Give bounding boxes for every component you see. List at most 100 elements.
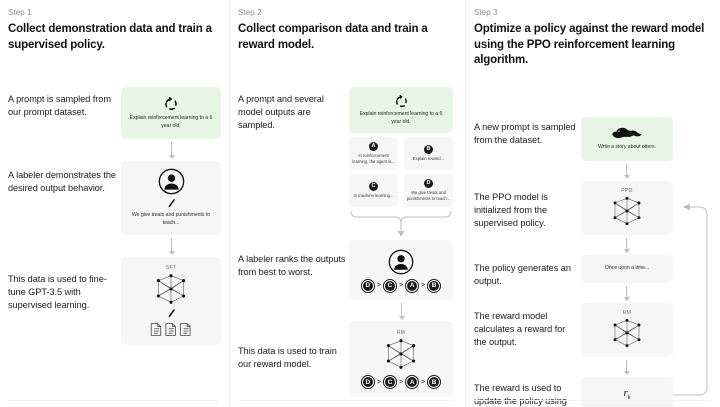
person-avatar-icon [388,249,414,275]
rank-chip-3: A [405,278,420,293]
step-2-column: Step 2 Collect comparison data and train… [229,0,465,407]
step-3-caption-3: The policy generates an output. [474,262,571,286]
step-2-body: A prompt and several model outputs are s… [238,57,455,407]
step-3-caption-2: The PPO model is initialized from the su… [474,191,548,228]
step-3-title: Optimize a policy against the reward mod… [474,23,705,67]
step-2-merge-brace [349,209,453,244]
option-b-text: Explain reward... [412,155,445,161]
option-c-text: In machine learning... [353,192,394,198]
recycle-loop-icon [394,94,409,109]
step-1-caption-1-row: A prompt is sampled from our prompt data… [8,93,118,119]
rm-rank-sep-1: > [376,378,381,386]
step-3-arrow-2 [623,237,630,253]
step-1-sft-tag: SFT [165,265,177,272]
step-3-ppo-tag: PPO [621,188,633,195]
step-2-ranking: D > C > A > B [360,278,442,293]
neural-network-icon [607,195,647,227]
option-b-badge: B [424,144,433,154]
rm-rank-chip-4: B [427,375,442,390]
step-2-rm-panel: RM [349,321,453,398]
step-3-rm-panel: RM [581,302,673,357]
step-1-bottom-rule [8,400,219,401]
pencil-icon [167,198,176,209]
neural-network-icon [607,317,647,349]
step-3-reward-panel: rk [581,376,673,407]
step-1-caption-1: A prompt is sampled from our prompt data… [8,94,111,118]
step-1-arrow-2 [168,238,175,256]
otter-icon [610,126,644,141]
step-1-column: Step 1 Collect demonstration data and tr… [0,0,229,407]
step-3-caption-4: The reward model calculates a reward for… [474,310,566,347]
step-1-caption-3: This data is used to fine-tune GPT-3.5 w… [8,274,107,311]
step-2-caption-1: A prompt and several model outputs are s… [238,94,324,131]
step-3-reward-value: rk [624,387,631,401]
option-d-badge: D [424,178,433,188]
option-a-text: In reinforcement learning, the agent is.… [352,152,395,165]
option-a-badge: A [369,141,378,151]
rank-sep-1: > [376,282,381,290]
step-2-prompt-panel: Explain reinforcement learning to a 6 ye… [349,87,453,134]
step-3-output-text: Once upon a time... [604,264,650,271]
step-1-prompt-panel: Explain reinforcement learning to a 6 ye… [121,87,221,140]
step-1-arrow-1 [168,142,175,160]
documents-icon [149,322,193,337]
step-3-caption-3-row: The policy generates an output. [474,262,578,288]
pencil-icon [167,308,176,319]
step-3-bottom-rule [474,400,710,401]
rank-chip-2: C [382,278,397,293]
step-2-title: Collect comparison data and train a rewa… [238,23,428,51]
step-3-column: Step 3 Optimize a policy against the rew… [465,0,720,407]
rank-chip-4: B [427,278,442,293]
step-3-arrow-3 [623,285,630,301]
step-2-caption-1-row: A prompt and several model outputs are s… [238,93,346,132]
step-2-rm-tag: RM [396,330,406,337]
rm-rank-chip-2: C [382,375,397,390]
step-3-prompt-panel: Write a story about otters. [581,116,673,161]
person-avatar-icon [158,168,185,195]
step-2-caption-3-row: This data is used to train our reward mo… [238,345,346,371]
step-3-arrow-4 [623,359,630,375]
rank-sep-2: > [398,282,404,290]
rm-rank-chip-3: A [405,375,420,390]
rm-rank-sep-2: > [398,378,404,386]
option-d-text: We give treats and punishments to teach.… [406,189,451,202]
step-3-rm-tag: RM [622,310,632,317]
neural-network-icon [150,272,192,306]
step-2-option-a: A In reinforcement learning, the agent i… [349,137,398,171]
option-c-badge: C [369,181,378,191]
step-2-caption-2-row: A labeler ranks the outputs from best to… [238,253,346,279]
step-1-labeler-text: We give treats and punishments to teach.… [131,212,211,227]
step-1-caption-2-row: A labeler demonstrates the desired outpu… [8,169,120,195]
step-2-option-d: D We give treats and punishments to teac… [404,174,453,208]
step-3-caption-1: A new prompt is sampled from the dataset… [474,121,576,145]
step-1-sft-panel: SFT [121,257,221,346]
step-2-option-b: B Explain reward... [404,137,453,171]
step-1-caption-3-row: This data is used to fine-tune GPT-3.5 w… [8,273,120,312]
step-3-output-panel: Once upon a time... [581,254,673,283]
step-2-prompt-text: Explain reinforcement learning to a 6 ye… [359,110,443,125]
neural-network-icon [380,337,422,371]
recycle-loop-icon [163,96,179,112]
step-2-arrow-1 [398,303,405,321]
step-1-caption-2: A labeler demonstrates the desired outpu… [8,170,116,194]
step-1-label: Step 1 [8,8,32,17]
step-3-prompt-text: Write a story about otters. [598,143,656,150]
reward-subscript: k [627,395,631,402]
step-2-rm-ranking: D > C > A > B [360,375,442,390]
step-3-caption-2-row: The PPO model is initialized from the su… [474,191,578,230]
step-3-caption-4-row: The reward model calculates a reward for… [474,310,578,349]
update-loop-arrow [673,201,715,402]
step-1-prompt-text: Explain reinforcement learning to a 6 ye… [129,114,213,129]
step-1-labeler-panel: We give treats and punishments to teach.… [121,161,221,236]
step-2-labeler-panel: D > C > A > B [349,240,453,301]
step-1-title: Collect demonstration data and train a s… [8,23,212,51]
rank-sep-3: > [421,282,426,290]
step-2-label: Step 2 [238,8,262,17]
step-2-bottom-rule [238,400,455,401]
step-3-ppo-panel: PPO [581,180,673,235]
step-3-arrow-1 [623,163,630,179]
reward-symbol: r [623,387,628,400]
step-1-body: A prompt is sampled from our prompt data… [8,57,221,407]
step-3-caption-5: The reward is used to update the policy … [474,382,567,406]
